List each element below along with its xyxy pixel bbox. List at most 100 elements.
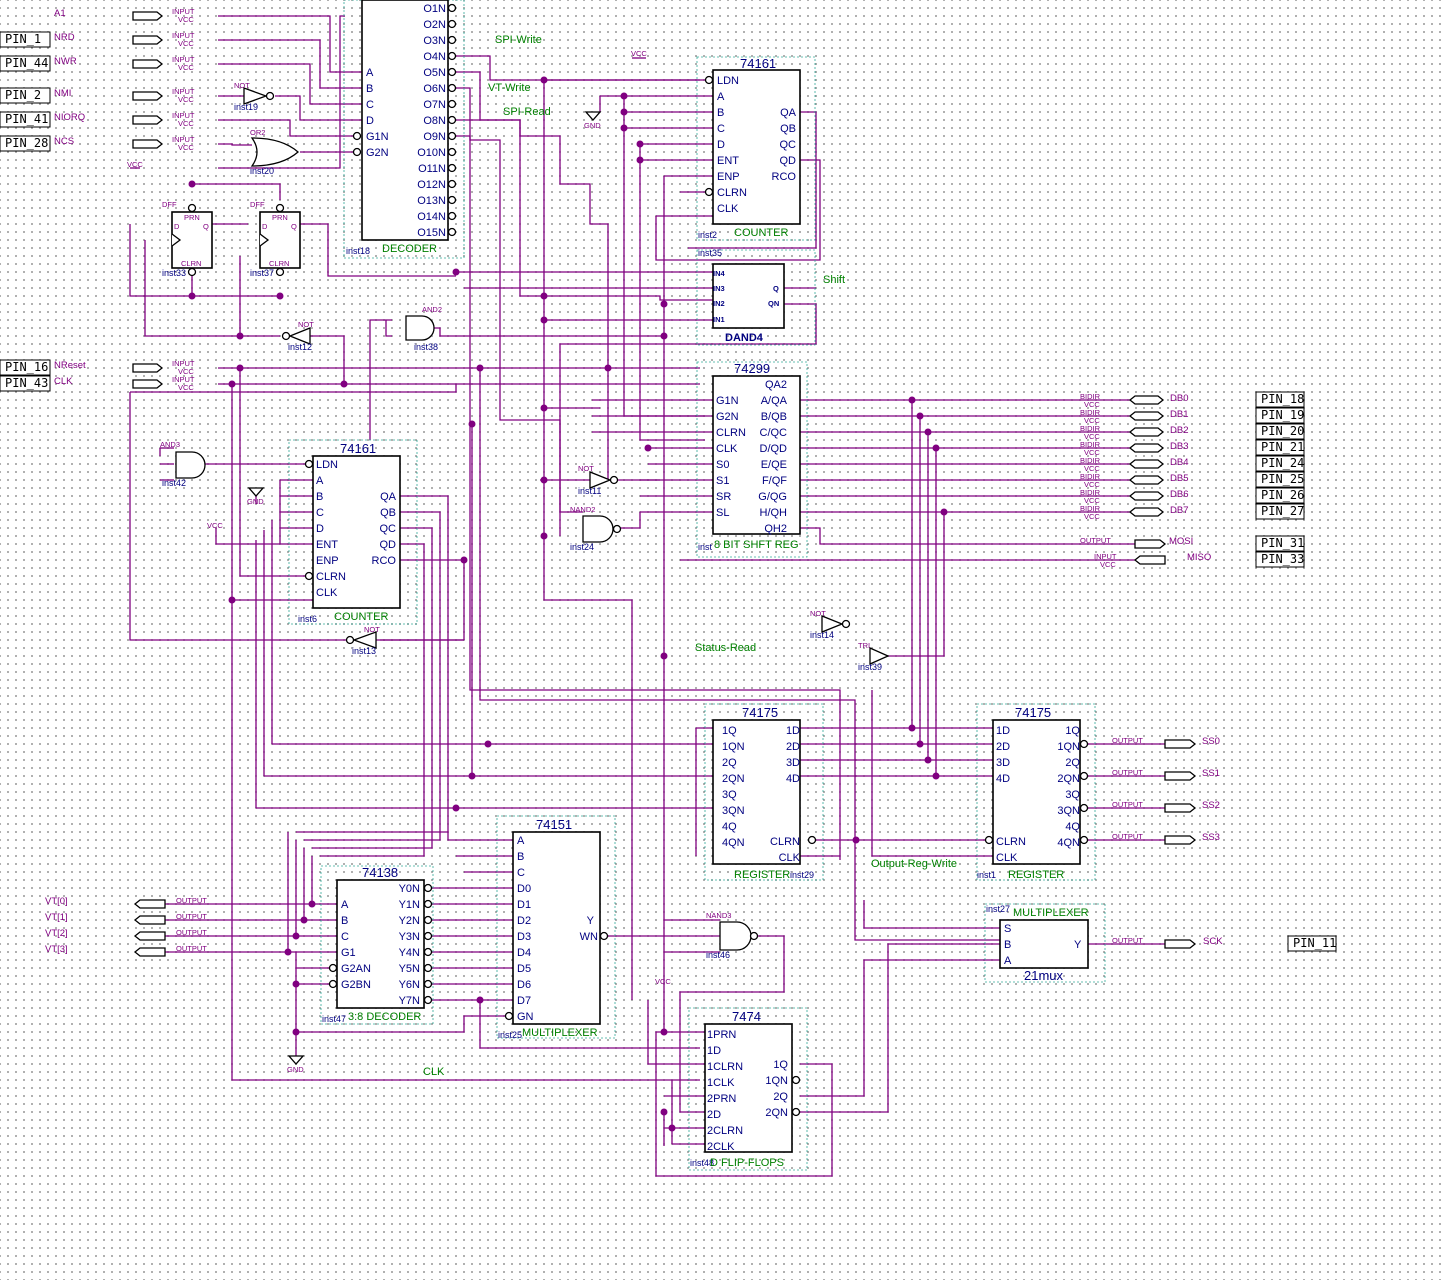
mux21-inst27[interactable]: inst27 MULTIPLEXER S B A Y 21mux [984, 903, 1106, 983]
bidir-pin-symbol[interactable] [1128, 427, 1165, 437]
decoder-output-label: O11N [418, 163, 446, 175]
counter-low-pin-label: QA [380, 491, 397, 503]
svg-text:inst6: inst6 [298, 614, 317, 624]
dec138-pin-label: G2BN [341, 979, 371, 991]
flipflop-7474-inst48[interactable]: 7474 1PRN1D1CLRN1CLK2PRN2D2CLRN2CLK1Q1QN… [688, 1007, 808, 1171]
inversion-bubble [1079, 803, 1089, 813]
pin-number-box[interactable] [1255, 439, 1305, 456]
bidir-label: BIDIR [1080, 392, 1101, 401]
svg-text:VCC: VCC [178, 15, 194, 24]
counter-low-pin-label: ENT [316, 539, 338, 551]
svg-text:INPUT: INPUT [1094, 552, 1117, 561]
decoder-74138-inst47[interactable]: 74138 ABCG1G2ANG2BNY0NY1NY2NY3NY4NY5NY6N… [320, 865, 434, 1025]
svg-text:inst27: inst27 [986, 904, 1010, 914]
pin-number-box[interactable] [1255, 407, 1305, 424]
pin-number-box[interactable] [1255, 423, 1305, 440]
svg-text:NAND2: NAND2 [570, 505, 595, 514]
pin-number-box[interactable] [1255, 487, 1305, 504]
output-pin-symbol[interactable] [1164, 803, 1197, 813]
output-pin-symbol[interactable] [1164, 835, 1197, 845]
pin-number-box[interactable] [1255, 455, 1305, 472]
svg-text:VCC: VCC [1100, 560, 1116, 569]
svg-text:74151: 74151 [536, 817, 572, 832]
inversion-bubble [447, 195, 457, 205]
shiftreg-pin-label: CLK [716, 443, 738, 455]
svg-text:7474: 7474 [732, 1009, 761, 1024]
counter-top-pin-label: B [717, 107, 724, 119]
shift-register-74299[interactable]: 74299 G1NG2NCLRNCLKS0S1SRSLQA2A/QAB/QBC/… [696, 361, 808, 558]
svg-text:MULTIPLEXER: MULTIPLEXER [522, 1027, 598, 1039]
svg-text:VCC: VCC [178, 143, 194, 152]
dand4-gate[interactable]: IN4 IN3 IN2 IN1 Q QN DAND4 inst35 [696, 248, 816, 346]
inversion-bubble [423, 883, 433, 893]
svg-text:D: D [262, 222, 268, 231]
output-pin-symbol[interactable] [1164, 739, 1197, 749]
svg-text:B: B [366, 83, 373, 95]
reg1-pin-label: 2D [996, 741, 1010, 753]
svg-text:PIN_11: PIN_11 [1293, 936, 1336, 950]
bidir-pin-symbol[interactable] [1128, 475, 1165, 485]
pin-number: PIN_19 [1261, 408, 1304, 422]
bidir-pin-symbol[interactable] [1128, 443, 1165, 453]
output-pin-symbol[interactable] [133, 899, 166, 909]
bidir-pin-symbol[interactable] [1128, 507, 1165, 517]
svg-text:G1N: G1N [366, 131, 389, 143]
shiftreg-pin-label: F/QF [762, 475, 787, 487]
svg-text:VCC: VCC [178, 119, 194, 128]
output-pin-symbol[interactable] [133, 947, 166, 957]
bidir-pin-symbol[interactable] [1128, 411, 1165, 421]
decoder-inst18[interactable]: A B C D G1N G2N O1NO2NO3NO4NO5NO6NO7NO8N… [343, 0, 465, 259]
bidir-pin-name: DB2 [1170, 425, 1188, 436]
vt-output-pins[interactable]: OUTPUTVT[0]OUTPUTVT[1]OUTPUTVT[2]OUTPUTV… [45, 896, 207, 957]
register-74175-inst1[interactable]: 74175 1D2D3D4DCLRNCLK1Q1QN2Q2QN3Q3QN4Q4Q… [976, 703, 1096, 881]
pin-number-box[interactable] [1255, 471, 1305, 488]
svg-text:inst18: inst18 [346, 246, 370, 256]
bidir-pin-symbol[interactable] [1128, 395, 1165, 405]
bidir-pin-symbol[interactable] [1128, 491, 1165, 501]
output-pin-symbol[interactable] [133, 915, 166, 925]
output-pin-symbol[interactable] [1164, 771, 1197, 781]
pin-number: PIN_27 [1261, 504, 1304, 518]
reg1-pin-label: 3Q [1065, 789, 1080, 801]
svg-text:Shift: Shift [823, 274, 845, 286]
net-labels: SPI-Write VT-Write SPI-Read Shift Status… [423, 34, 957, 1078]
register-74175-inst29[interactable]: 74175 1Q1QN2Q2QN3Q3QN4Q4QN1D2D3D4DCLRNCL… [704, 703, 824, 881]
svg-text:S: S [1004, 923, 1011, 935]
pin-number-box[interactable] [1255, 503, 1305, 520]
svg-text:PIN_43: PIN_43 [5, 376, 48, 390]
junction-dots [188, 76, 948, 1132]
mosi-output-pin[interactable]: OUTPUT MOSI PIN_31 [1080, 535, 1305, 552]
output-pin-symbol[interactable] [133, 931, 166, 941]
decoder-output-label: O5N [423, 67, 446, 79]
pin-number-box[interactable] [1255, 391, 1305, 408]
sck-output-pin[interactable]: OUTPUT SCK PIN_11 [1112, 935, 1337, 952]
bidir-pin-symbol[interactable] [1128, 459, 1165, 469]
